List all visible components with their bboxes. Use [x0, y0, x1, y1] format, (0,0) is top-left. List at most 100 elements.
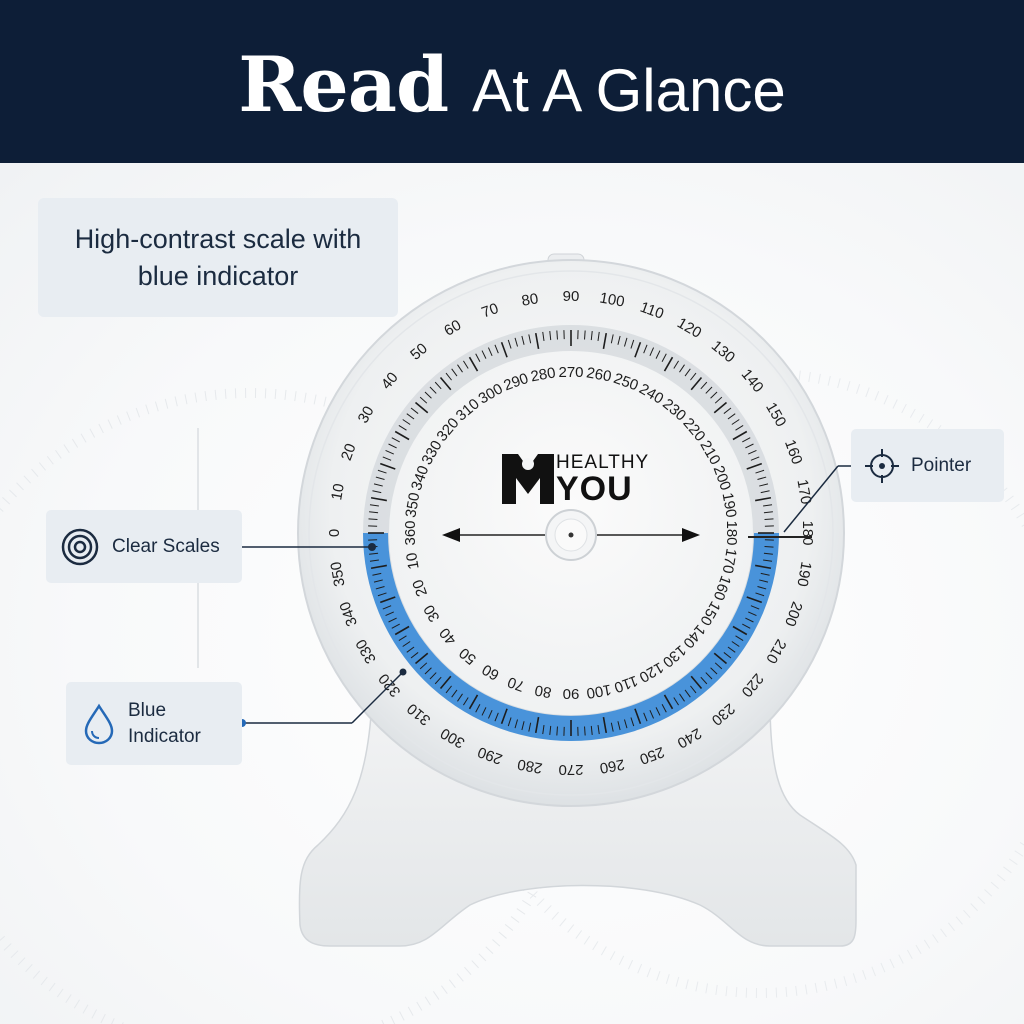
- inner-scale-label: 360: [402, 520, 419, 545]
- scale-tick: [494, 712, 499, 722]
- outer-scale-label: 80: [520, 290, 539, 310]
- brand-name-line1: HEALTHY: [556, 452, 650, 473]
- scale-tick: [690, 685, 697, 694]
- scale-tick: [764, 518, 774, 520]
- scale-tick: [663, 356, 674, 372]
- scale-tick: [382, 456, 392, 461]
- scale-tick: [759, 483, 769, 487]
- scale-tick: [684, 368, 691, 377]
- outer-scale-label: 350: [328, 560, 349, 588]
- scale-tick: [429, 672, 437, 680]
- feature-info-text: High-contrast scale with blue indicator: [74, 223, 362, 291]
- outer-scale-label: 60: [441, 317, 464, 340]
- scale-tick: [731, 641, 740, 647]
- scale-tick: [507, 339, 512, 349]
- clear-scales-label: Clear Scales: [112, 535, 220, 557]
- scale-tick: [451, 368, 458, 377]
- scale-tick: [759, 579, 769, 583]
- scale-tick: [723, 407, 732, 414]
- scale-tick: [713, 401, 728, 414]
- callout-blue-indicator: Blue Indicator: [66, 682, 242, 765]
- scale-tick: [617, 335, 621, 345]
- scale-tick: [542, 725, 545, 735]
- scale-tick: [745, 617, 754, 623]
- scale-tick: [763, 511, 773, 514]
- scale-tick: [623, 719, 628, 729]
- scale-tick: [700, 381, 708, 390]
- scale-tick: [597, 725, 600, 735]
- scale-tick: [690, 675, 703, 690]
- scale-tick: [406, 413, 415, 420]
- scale-tick: [481, 350, 487, 359]
- scale-tick: [763, 504, 773, 507]
- scale-tick: [372, 572, 382, 576]
- outer-scale-label: 90: [563, 288, 580, 305]
- scale-tick: [727, 413, 736, 420]
- scale-tick: [760, 572, 770, 576]
- outer-scale-label: 270: [558, 761, 583, 778]
- scale-tick: [714, 662, 723, 670]
- outer-scale-label: 280: [516, 755, 544, 776]
- scale-tick: [457, 364, 463, 373]
- scale-tick: [597, 331, 600, 341]
- scale-tick: [649, 710, 655, 719]
- scale-tick: [434, 381, 442, 390]
- scale-tick: [634, 708, 642, 725]
- scale-tick: [369, 504, 379, 507]
- scale-tick: [475, 353, 481, 362]
- scale-tick: [434, 676, 442, 685]
- scale-tick: [710, 391, 718, 399]
- scale-tick: [487, 347, 493, 356]
- scale-tick: [391, 623, 400, 629]
- scale-tick: [748, 611, 757, 617]
- scale-tick: [735, 425, 744, 431]
- scale-tick: [373, 579, 383, 583]
- scale-tick: [382, 605, 392, 610]
- scale-tick: [514, 719, 519, 729]
- scale-tick: [410, 652, 419, 659]
- scale-tick: [617, 721, 621, 731]
- scale-tick: [610, 722, 614, 732]
- scale-tick: [549, 331, 552, 341]
- outer-scale-label: 10: [328, 482, 348, 501]
- scale-tick: [391, 437, 400, 443]
- outer-scale-label: 180: [799, 520, 816, 545]
- scale-tick: [500, 341, 508, 358]
- scale-tick: [481, 707, 487, 716]
- inner-scale-label: 170: [719, 547, 740, 575]
- inner-scale-label: 280: [529, 364, 557, 385]
- scale-tick: [746, 462, 763, 470]
- scale-tick: [369, 552, 379, 555]
- scale-tick: [661, 353, 667, 362]
- scale-tick: [705, 386, 713, 394]
- concentric-circles-icon: [61, 528, 99, 565]
- title-bold-word: Read: [238, 40, 449, 129]
- scale-tick: [402, 641, 411, 647]
- scale-tick: [445, 685, 452, 694]
- scale-tick: [610, 334, 614, 344]
- scale-tick: [679, 693, 685, 702]
- scale-tick: [549, 725, 552, 735]
- inner-scale-label: 90: [563, 685, 580, 702]
- callout-pointer: Pointer: [851, 429, 1004, 502]
- inner-scale-label: 60: [479, 660, 502, 683]
- scale-tick: [369, 559, 379, 562]
- scale-tick: [731, 419, 740, 425]
- scale-tick: [394, 625, 410, 636]
- outer-scale-label: 100: [598, 290, 626, 311]
- scale-tick: [398, 425, 407, 431]
- scale-tick: [507, 717, 512, 727]
- scale-tick: [760, 490, 770, 494]
- scale-tick: [634, 341, 642, 358]
- water-drop-icon: [84, 703, 114, 744]
- scale-tick: [388, 443, 397, 449]
- scale-tick: [630, 339, 635, 349]
- scale-tick: [424, 391, 432, 399]
- scale-tick: [735, 635, 744, 641]
- scale-tick: [542, 331, 545, 341]
- brand-mark-icon: [502, 454, 554, 504]
- scale-tick: [385, 611, 394, 617]
- outer-scale-label: 260: [598, 755, 626, 776]
- scale-tick: [375, 476, 385, 481]
